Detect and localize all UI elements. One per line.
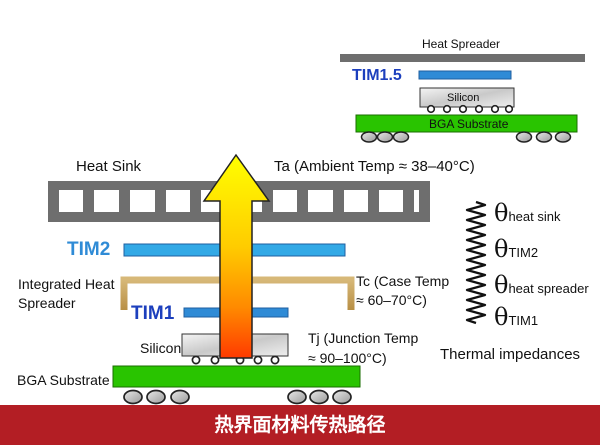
theta-tim2: θTIM2 bbox=[494, 235, 538, 263]
ambient-temp-label: Ta (Ambient Temp ≈ 38–40°C) bbox=[274, 158, 475, 175]
theta-tim1: θTIM1 bbox=[494, 303, 538, 331]
title-banner: 热界面材料传热路径 bbox=[0, 405, 600, 445]
inset-die-bumps bbox=[426, 104, 514, 114]
junction-temp-line2: ≈ 90–100°C) bbox=[308, 350, 387, 366]
theta-symbol: θ bbox=[494, 235, 509, 263]
impedance-resistor-icon bbox=[465, 200, 487, 325]
die-bumps bbox=[191, 355, 280, 365]
heat-flow-arrow bbox=[202, 153, 271, 359]
ihs-label-line1: Integrated Heat bbox=[18, 276, 115, 292]
inset-bga-substrate bbox=[355, 114, 578, 133]
ihs-label-line2: Spreader bbox=[18, 295, 76, 311]
inset-tim15-label: TIM1.5 bbox=[352, 67, 402, 84]
theta-heat-spreader: θheat spreader bbox=[494, 271, 589, 299]
inset-silicon-die bbox=[419, 87, 515, 108]
theta-sub-tim2: TIM2 bbox=[508, 245, 539, 260]
theta-sub-heat-sink: heat sink bbox=[508, 209, 561, 224]
theta-sub-heat-spreader: heat spreader bbox=[508, 281, 589, 296]
theta-symbol: θ bbox=[494, 271, 509, 299]
bga-balls bbox=[123, 389, 352, 405]
inset-bga-label: BGA Substrate bbox=[429, 117, 509, 131]
bga-substrate bbox=[112, 365, 361, 388]
case-temp-line1: Tc (Case Temp bbox=[356, 273, 450, 289]
junction-temp-line1: Tj (Junction Temp bbox=[308, 330, 419, 346]
theta-sub-tim1: TIM1 bbox=[508, 313, 539, 328]
thermal-impedances-caption: Thermal impedances bbox=[440, 346, 581, 363]
silicon-label: Silicon bbox=[140, 340, 182, 356]
bga-substrate-label: BGA Substrate bbox=[17, 372, 110, 388]
inset-bga-balls bbox=[360, 131, 572, 143]
theta-heat-sink: θheat sink bbox=[494, 199, 561, 227]
inset-silicon-label: Silicon bbox=[447, 92, 480, 104]
tim2-label: TIM2 bbox=[67, 239, 111, 260]
heat-sink-label: Heat Sink bbox=[76, 158, 142, 175]
inset-heat-spreader-label: Heat Spreader bbox=[422, 37, 501, 51]
case-temp-line2: ≈ 60–70°C) bbox=[356, 292, 427, 308]
tim1-label: TIM1 bbox=[131, 303, 175, 324]
theta-symbol: θ bbox=[494, 199, 509, 227]
theta-symbol: θ bbox=[494, 303, 509, 331]
inset-heat-spreader bbox=[340, 54, 585, 62]
inset-tim15-bar bbox=[418, 70, 512, 80]
